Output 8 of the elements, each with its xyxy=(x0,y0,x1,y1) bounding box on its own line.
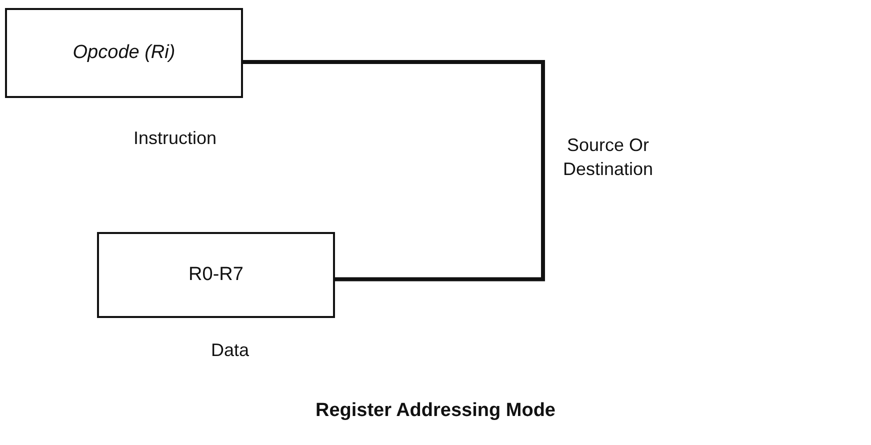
diagram-caption: Register Addressing Mode xyxy=(314,400,556,422)
box-label: R0-R7 xyxy=(188,264,244,286)
node-caption: Instruction xyxy=(133,128,217,149)
process-box xyxy=(97,232,335,318)
box-label: Opcode (Ri) xyxy=(72,42,176,64)
process-box xyxy=(5,8,243,98)
connector-line xyxy=(243,60,545,282)
node-caption: Data xyxy=(210,340,250,361)
